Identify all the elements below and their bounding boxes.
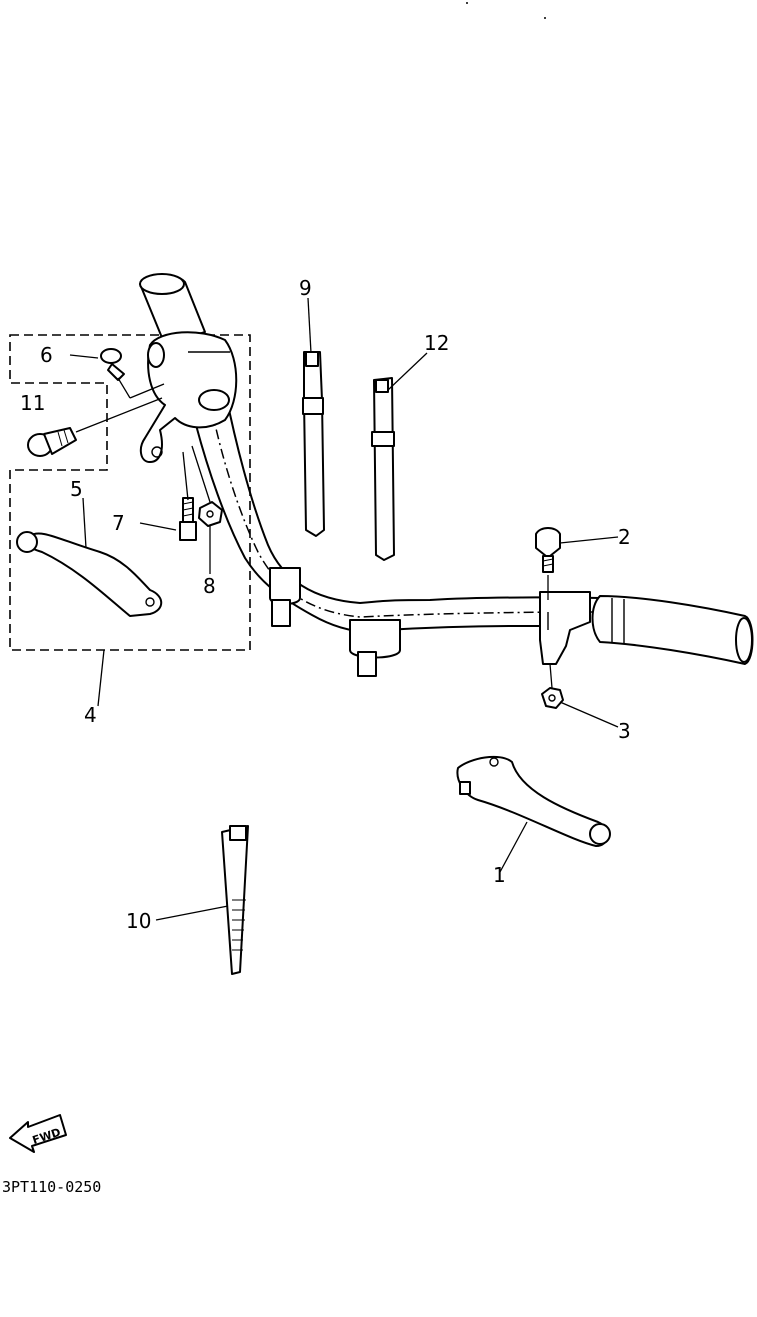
callout-labels: 1 2 3 4 5 6 7 8 9 10 11 12 [20, 276, 631, 933]
cable-tie-12 [371, 377, 395, 561]
callout-12: 12 [424, 331, 449, 355]
nut-8 [198, 501, 223, 527]
bolt-2 [535, 527, 561, 573]
callout-3: 3 [618, 719, 631, 743]
callout-10: 10 [126, 909, 151, 933]
brake-lever-right [456, 755, 611, 847]
cable-tie-10 [221, 825, 249, 975]
nut-3 [541, 687, 564, 709]
cable-tie-9 [302, 351, 325, 537]
callout-5: 5 [70, 477, 83, 501]
fwd-arrow: FWD [9, 1114, 67, 1153]
callout-1: 1 [493, 863, 506, 887]
callout-4: 4 [84, 703, 97, 727]
leader-lines [69, 297, 619, 921]
callout-9: 9 [299, 276, 312, 300]
bolt-7 [179, 497, 197, 541]
callout-7: 7 [112, 511, 125, 535]
subassembly-boundary [9, 334, 251, 651]
handlebar [139, 273, 754, 677]
callout-6: 6 [40, 343, 53, 367]
diagram-code: 3PT110-0250 [2, 1178, 101, 1196]
callout-11: 11 [20, 391, 45, 415]
plug-11 [27, 427, 77, 457]
lever-left [16, 531, 163, 617]
screw-6 [100, 348, 125, 381]
callout-8: 8 [203, 574, 216, 598]
callout-2: 2 [618, 525, 631, 549]
